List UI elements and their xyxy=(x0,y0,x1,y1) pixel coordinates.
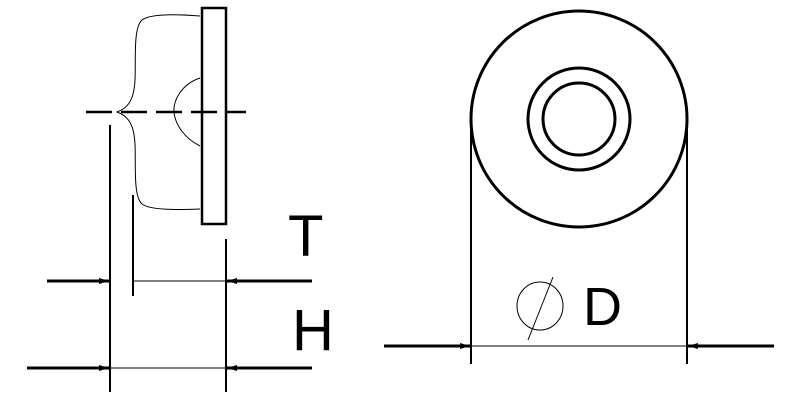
hole-circle xyxy=(541,81,617,157)
front-view xyxy=(384,9,774,364)
profile-curve xyxy=(115,14,201,210)
diameter-label: D xyxy=(583,277,622,337)
ring-circle xyxy=(526,66,632,172)
washer-plate xyxy=(200,6,228,226)
thickness-label: T xyxy=(288,204,324,269)
outer-circle xyxy=(469,9,689,229)
height-label: H xyxy=(292,298,334,363)
side-view xyxy=(27,6,312,392)
diameter-symbol-icon xyxy=(516,276,564,341)
